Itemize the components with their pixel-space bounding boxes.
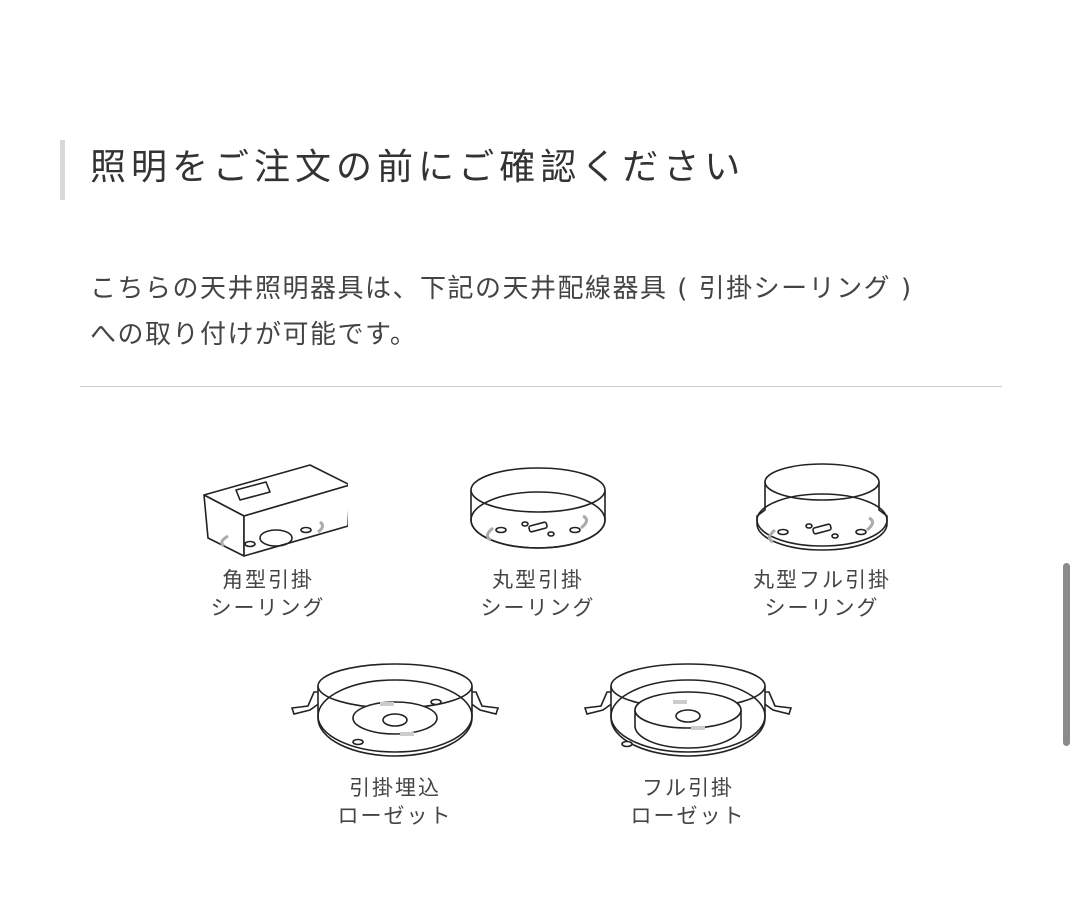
item-label-line2: ローゼット [337, 804, 453, 828]
item-label-line1: フル引掛 [642, 776, 734, 800]
item-round-ceiling-socket: 丸型引掛 シーリング [438, 460, 638, 622]
intro-line-2: への取り付けが可能です。 [90, 320, 418, 350]
page-title: 照明をご注文の前にご確認ください [90, 147, 746, 188]
round-full-ceiling-socket-icon [756, 463, 888, 551]
heading-accent-bar [60, 140, 65, 200]
square-ceiling-socket-icon [203, 464, 348, 557]
embedded-rosette-icon [290, 663, 500, 757]
item-label-line2: ローゼット [630, 804, 746, 828]
item-label-line2: シーリング [480, 596, 596, 620]
item-round-full-ceiling-socket: 丸型フル引掛 シーリング [722, 460, 922, 622]
item-label-line2: シーリング [764, 596, 880, 620]
intro-text: こちらの天井照明器具は、下記の天井配線器具 ( 引掛シーリング ) への取り付け… [90, 266, 990, 358]
scrollbar-thumb[interactable] [1063, 563, 1070, 746]
item-embedded-rosette: 引掛埋込 ローゼット [270, 658, 520, 830]
full-rosette-icon [583, 663, 793, 757]
item-full-rosette: フル引掛 ローゼット [563, 658, 813, 830]
item-square-ceiling-socket: 角型引掛 シーリング [168, 460, 368, 622]
item-label-line1: 角型引掛 [222, 568, 314, 592]
item-label-line2: シーリング [210, 596, 326, 620]
round-ceiling-socket-icon [470, 467, 606, 549]
item-label-line1: 丸型フル引掛 [753, 568, 891, 592]
item-label-line1: 引掛埋込 [349, 776, 441, 800]
item-label-line1: 丸型引掛 [492, 568, 584, 592]
intro-line-1: こちらの天井照明器具は、下記の天井配線器具 ( 引掛シーリング ) [90, 274, 913, 304]
section-divider [80, 386, 1002, 387]
